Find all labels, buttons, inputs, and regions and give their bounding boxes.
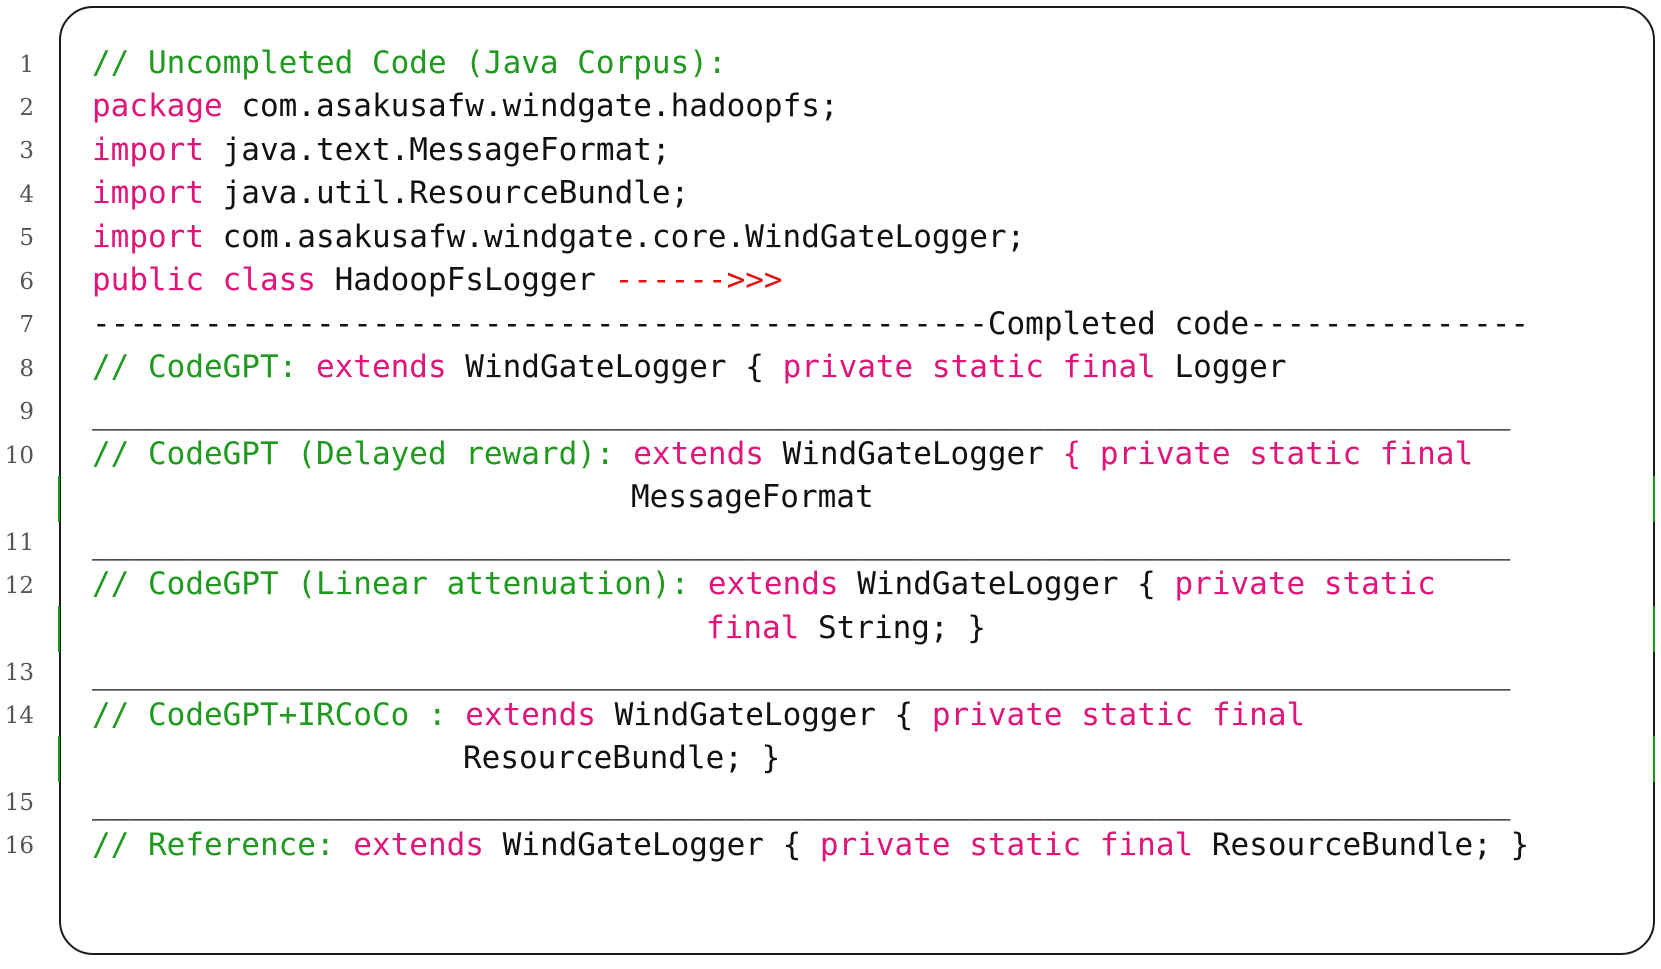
continuation-marker	[58, 606, 60, 652]
code-text: WindGateLogger {	[446, 349, 783, 385]
code-keyword: private static	[1174, 566, 1436, 602]
code-line-5: import com.asakusafw.windgate.core.WindG…	[92, 214, 1025, 260]
code-text: HadoopFsLogger	[315, 262, 615, 298]
code-comment: // CodeGPT (Delayed reward):	[92, 436, 634, 472]
code-comment: // CodeGPT (Linear attenuation):	[92, 566, 708, 602]
line-number: 7	[19, 312, 34, 338]
code-line-3: import java.text.MessageFormat;	[92, 127, 671, 173]
line-number: 16	[4, 833, 34, 859]
code-line-14: // CodeGPT+IRCoCo : extends WindGateLogg…	[92, 692, 1305, 738]
code-keyword: private static final	[819, 827, 1194, 863]
code-text: WindGateLogger {	[483, 827, 820, 863]
line-number: 13	[4, 660, 34, 686]
completed-code-separator: ----------------------------------------…	[92, 301, 1529, 347]
code-comment: // Uncompleted Code (Java Corpus):	[92, 45, 727, 81]
code-keyword: extends	[633, 436, 764, 472]
code-text: java.text.MessageFormat;	[203, 132, 671, 168]
separator-text: ________________________________________…	[92, 655, 1511, 691]
code-text: ResourceBundle; }	[1193, 827, 1530, 863]
code-comment: // CodeGPT+IRCoCo :	[92, 697, 466, 733]
code-keyword: import	[92, 132, 204, 168]
line-number: 8	[19, 356, 34, 382]
code-text: WindGateLogger	[763, 436, 1063, 472]
code-keyword: private static final	[782, 349, 1156, 385]
code-keyword: private static final	[931, 697, 1306, 733]
code-line-12: // CodeGPT (Linear attenuation): extends…	[92, 561, 1436, 607]
line-number: 3	[19, 138, 34, 164]
code-keyword: extends	[707, 566, 839, 602]
line-number: 5	[19, 225, 34, 251]
code-keyword: extends	[315, 349, 447, 385]
code-line-2: package com.asakusafw.windgate.hadoopfs;	[92, 83, 839, 129]
line-number: 4	[19, 182, 34, 208]
code-keyword: import	[92, 219, 204, 255]
code-text: WindGateLogger {	[595, 697, 932, 733]
code-line-16: // Reference: extends WindGateLogger { p…	[92, 822, 1529, 868]
line-number: 9	[19, 399, 34, 425]
code-keyword: final	[706, 610, 800, 646]
code-line-12-continuation: final String; }	[706, 605, 986, 651]
code-text: String; }	[799, 610, 986, 646]
code-line-10-continuation: MessageFormat	[631, 474, 874, 520]
line-number: 6	[19, 269, 34, 295]
separator-text: ________________________________________…	[92, 785, 1511, 821]
code-text: WindGateLogger {	[838, 566, 1175, 602]
code-comment: // Reference:	[92, 827, 354, 863]
code-separator: ________________________________________…	[92, 650, 1510, 696]
line-number: 1	[19, 52, 34, 78]
code-text: MessageFormat	[631, 479, 874, 515]
code-separator: ________________________________________…	[92, 780, 1510, 826]
code-keyword: import	[92, 175, 204, 211]
code-line-10: // CodeGPT (Delayed reward): extends Win…	[92, 431, 1473, 477]
line-number: 2	[19, 95, 34, 121]
code-text: ResourceBundle; }	[463, 740, 781, 776]
line-number: 14	[4, 703, 34, 729]
line-number: 12	[4, 573, 34, 599]
code-keyword: { private static final	[1062, 436, 1474, 472]
code-line-14-continuation: ResourceBundle; }	[463, 735, 780, 781]
continuation-marker	[1653, 476, 1655, 522]
code-keyword: public class	[92, 262, 316, 298]
separator-text: ________________________________________…	[92, 395, 1511, 431]
line-number: 10	[4, 443, 34, 469]
continuation-marker	[1653, 736, 1655, 782]
separator-text: ----------------------------------------…	[92, 306, 1530, 342]
code-comment: // CodeGPT:	[92, 349, 316, 385]
code-keyword: extends	[465, 697, 596, 733]
code-keyword: extends	[353, 827, 484, 863]
code-separator: ________________________________________…	[92, 520, 1510, 566]
code-keyword: package	[92, 88, 223, 124]
code-text: Logger	[1155, 349, 1287, 385]
line-number: 15	[4, 790, 34, 816]
code-line-8: // CodeGPT: extends WindGateLogger { pri…	[92, 344, 1287, 390]
code-separator: ________________________________________…	[92, 390, 1510, 436]
code-line-4: import java.util.ResourceBundle;	[92, 170, 689, 216]
continuation-marker	[58, 476, 60, 522]
code-text: com.asakusafw.windgate.hadoopfs;	[222, 88, 839, 124]
separator-text: ________________________________________…	[92, 525, 1511, 561]
code-text: com.asakusafw.windgate.core.WindGateLogg…	[203, 219, 1026, 255]
arrow-marker: ------>>>	[614, 262, 783, 298]
code-line-6: public class HadoopFsLogger ------>>>	[92, 257, 783, 303]
code-text: java.util.ResourceBundle;	[203, 175, 690, 211]
code-line-1: // Uncompleted Code (Java Corpus):	[92, 40, 727, 86]
continuation-marker	[1653, 606, 1655, 652]
line-number: 11	[4, 530, 34, 556]
continuation-marker	[58, 736, 60, 782]
